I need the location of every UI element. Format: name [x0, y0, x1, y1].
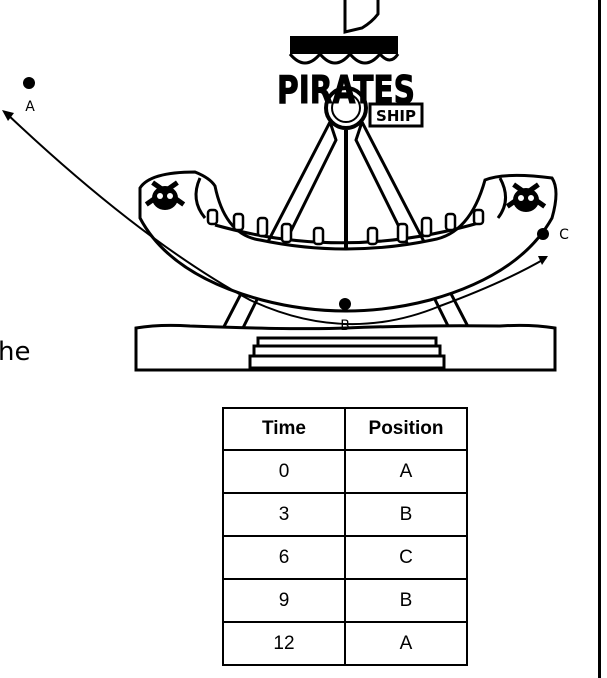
pivot-ring	[324, 86, 368, 130]
side-text-fragment: he	[0, 337, 30, 367]
point-c: C	[537, 227, 569, 243]
skull-crossbones-icon-left	[144, 180, 186, 210]
cell-time: 9	[222, 578, 346, 623]
cell-position: C	[344, 535, 468, 580]
table-row: 12 A	[222, 621, 468, 666]
point-a: A	[23, 77, 35, 115]
point-b: B	[339, 298, 351, 334]
header-time: Time	[222, 407, 346, 451]
arrow-head-right	[538, 256, 548, 265]
ride-base	[134, 323, 557, 372]
table-header-row: Time Position	[222, 407, 468, 451]
table-row: 0 A	[222, 449, 468, 494]
table-row: 9 B	[222, 578, 468, 623]
cell-position: A	[344, 621, 468, 666]
point-b-marker	[339, 298, 351, 310]
skull-crossbones-icon-right	[505, 182, 547, 212]
point-a-marker	[23, 77, 35, 89]
point-b-label: B	[340, 318, 350, 334]
cell-time: 3	[222, 492, 346, 537]
cell-position: B	[344, 492, 468, 537]
table-row: 3 B	[222, 492, 468, 537]
ship-hull	[138, 170, 558, 313]
cell-time: 12	[222, 621, 346, 666]
cell-position: A	[344, 449, 468, 494]
flag	[343, 0, 380, 34]
ride-sign: PIRATES SHIP	[277, 68, 424, 130]
header-position: Position	[344, 407, 468, 451]
table-row: 6 C	[222, 535, 468, 580]
canopy	[288, 36, 400, 65]
cell-time: 0	[222, 449, 346, 494]
cell-position: B	[344, 578, 468, 623]
point-a-label: A	[25, 99, 35, 115]
time-position-table: Time Position 0 A 3 B 6 C 9 B 12 A	[222, 407, 468, 666]
arrow-head-left	[2, 110, 14, 121]
page-border	[598, 0, 601, 678]
swing-path	[5, 112, 547, 326]
point-c-label: C	[559, 227, 569, 243]
cell-time: 6	[222, 535, 346, 580]
sign-subtitle: SHIP	[376, 107, 416, 125]
point-c-marker	[537, 228, 549, 240]
rail-posts	[206, 208, 485, 246]
